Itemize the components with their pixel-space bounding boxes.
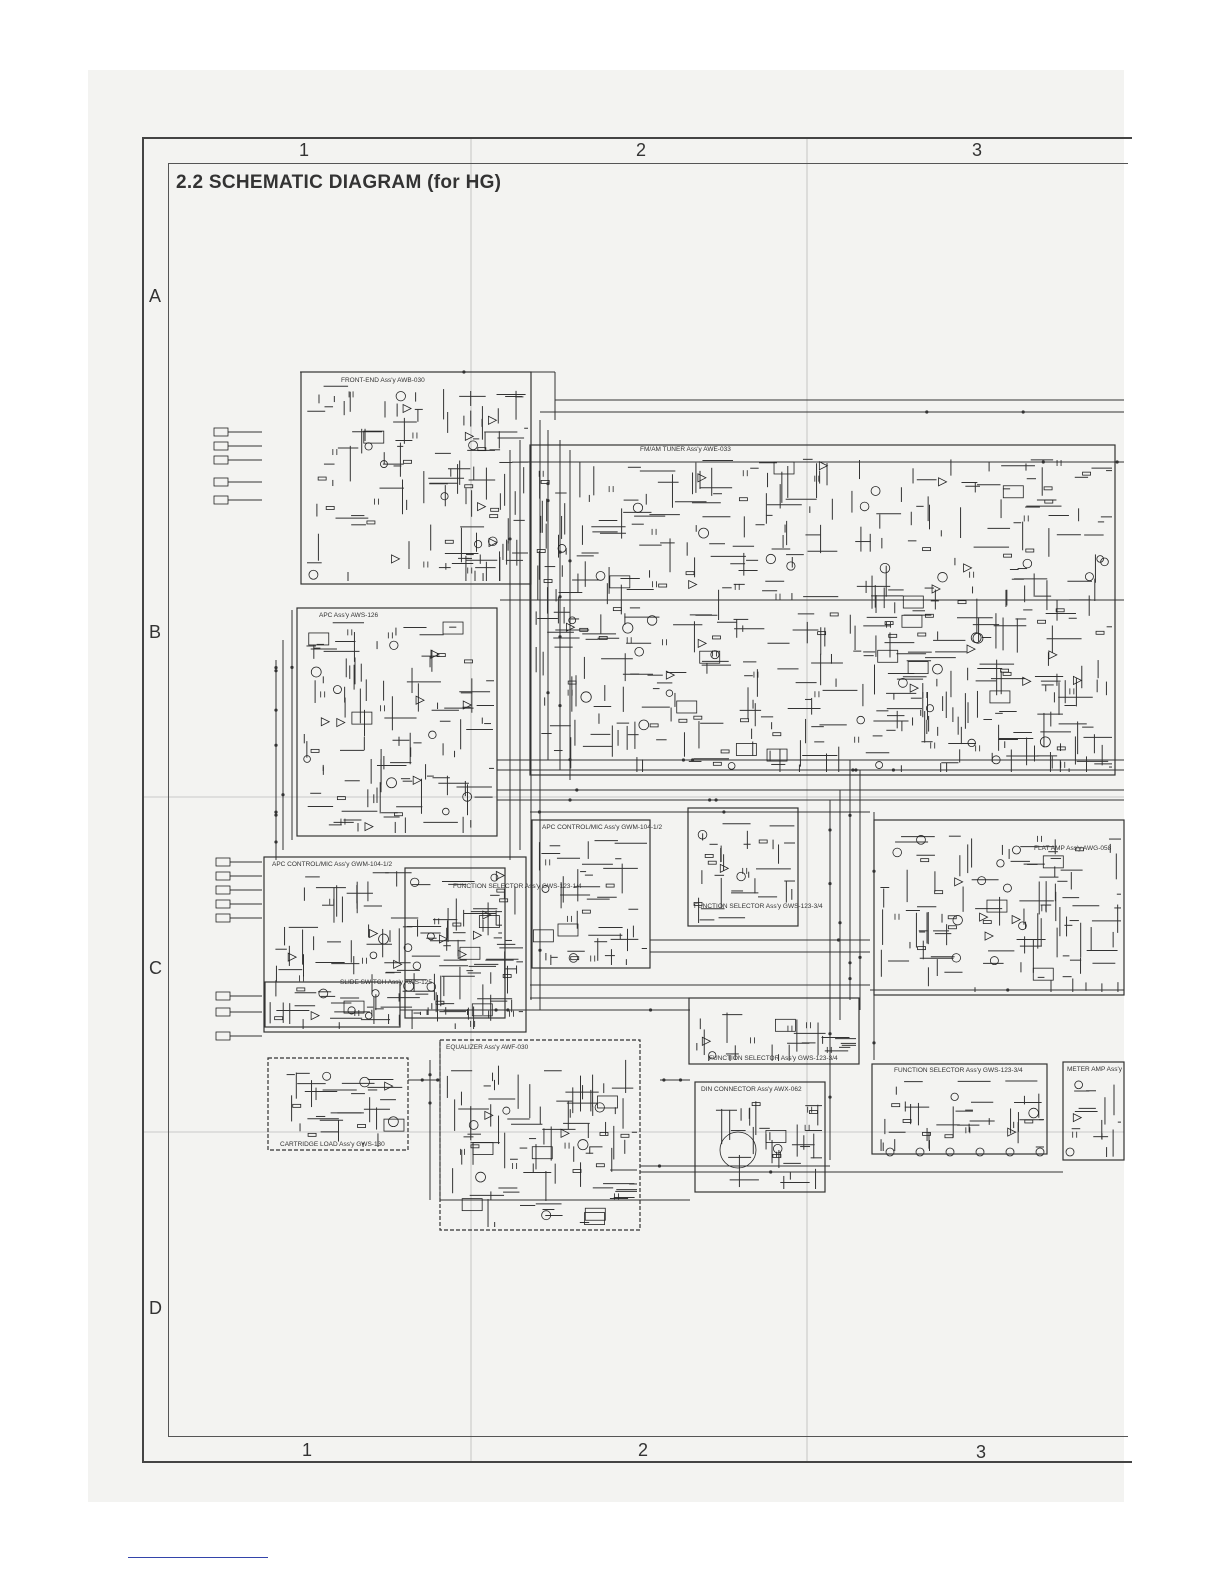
- assembly-label: APC CONTROL/MIC Ass'y GWM-104-1/2: [272, 861, 392, 868]
- assembly-label: CARTRIDGE LOAD Ass'y GWS-130: [280, 1141, 385, 1148]
- row-label-b: B: [149, 622, 162, 642]
- assembly-block: [694, 1081, 826, 1193]
- assembly-label: FUNCTION SELECTOR Ass'y GWS-123-3/4: [709, 1055, 838, 1062]
- page-title: 2.2 SCHEMATIC DIAGRAM (for HG): [176, 172, 502, 193]
- diagram-outer-frame: [142, 137, 1132, 1463]
- diagram-inner-frame: [168, 163, 1128, 1437]
- assembly-label: FUNCTION SELECTOR Ass'y GWS-123-3/4: [694, 903, 823, 910]
- assembly-block: [529, 444, 1116, 776]
- column-label-2-bottom: 2: [638, 1440, 649, 1460]
- column-label-3-bottom: 3: [976, 1442, 987, 1462]
- assembly-block: [404, 867, 506, 1019]
- assembly-block: [267, 1057, 409, 1151]
- footer-rule: [128, 1557, 268, 1558]
- row-label-d: D: [149, 1298, 162, 1318]
- assembly-block: [264, 981, 401, 1028]
- assembly-block: [871, 1063, 1048, 1155]
- column-label-3: 3: [972, 140, 983, 160]
- assembly-label: FUNCTION SELECTOR Ass'y GWS-123-1/4: [453, 883, 582, 890]
- assembly-label: EQUALIZER Ass'y AWF-030: [446, 1044, 529, 1051]
- fold-line: [142, 796, 1124, 798]
- assembly-block: [296, 607, 498, 837]
- scanned-page: [88, 70, 1124, 1502]
- assembly-block: [300, 371, 532, 585]
- fold-line: [470, 137, 472, 1463]
- assembly-label: METER AMP Ass'y: [1067, 1066, 1123, 1073]
- assembly-block: [873, 819, 1125, 996]
- assembly-block: [531, 819, 651, 969]
- assembly-label: APC Ass'y AWS-126: [319, 612, 379, 619]
- column-label-2: 2: [636, 140, 647, 160]
- column-label-1-bottom: 1: [302, 1440, 313, 1460]
- row-label-c: C: [149, 958, 162, 978]
- assembly-block: [687, 807, 799, 927]
- assembly-block: [1062, 1061, 1125, 1161]
- assembly-label: DIN CONNECTOR Ass'y AWX-062: [701, 1086, 802, 1093]
- assembly-label: FRONT-END Ass'y AWB-030: [341, 377, 425, 384]
- assembly-label: APC CONTROL/MIC Ass'y GWM-104-1/2: [542, 824, 662, 831]
- assembly-label: FM/AM TUNER Ass'y AWE-033: [640, 446, 731, 453]
- assembly-block: [688, 997, 860, 1065]
- assembly-label: SLIDE SWITCH Ass'y AWS-125: [340, 979, 432, 986]
- column-label-1: 1: [299, 140, 310, 160]
- row-label-a: A: [149, 286, 162, 306]
- assembly-label: FLAT AMP Ass'y AWG-058: [1034, 845, 1112, 852]
- assembly-label: FUNCTION SELECTOR Ass'y GWS-123-3/4: [894, 1067, 1023, 1074]
- assembly-block: [263, 856, 527, 1033]
- assembly-block: [439, 1039, 641, 1231]
